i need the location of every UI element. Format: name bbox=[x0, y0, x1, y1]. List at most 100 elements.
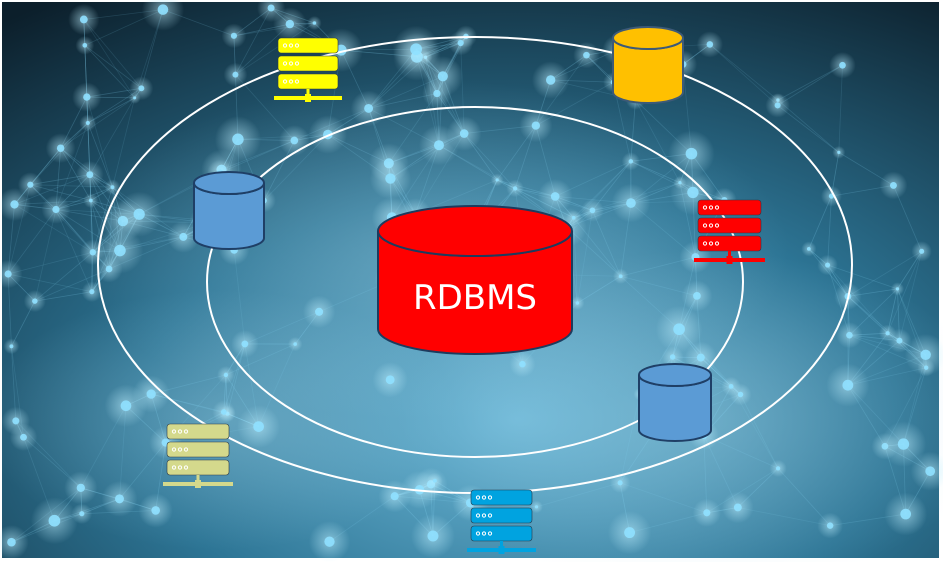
network-node bbox=[48, 514, 61, 527]
network-node bbox=[545, 75, 556, 85]
network-node bbox=[571, 215, 576, 220]
network-node bbox=[618, 274, 623, 279]
rdbms-database-icon: RDBMS bbox=[377, 205, 573, 355]
network-node bbox=[925, 466, 936, 477]
server-racks bbox=[163, 37, 765, 554]
network-node bbox=[220, 409, 227, 415]
yellow-server-icon bbox=[274, 37, 342, 102]
network-node bbox=[105, 265, 113, 273]
network-node bbox=[617, 480, 623, 486]
network-node bbox=[364, 103, 374, 113]
network-node bbox=[696, 353, 705, 362]
network-node bbox=[920, 349, 931, 361]
server-connector bbox=[305, 94, 311, 102]
network-node bbox=[385, 173, 396, 184]
blue-database-right-top bbox=[638, 363, 712, 387]
network-node bbox=[885, 331, 890, 336]
network-node bbox=[837, 150, 841, 155]
network-node bbox=[293, 342, 297, 346]
network-node bbox=[324, 536, 335, 547]
server-unit bbox=[470, 489, 533, 506]
network-link bbox=[592, 210, 622, 277]
network-node bbox=[737, 391, 744, 398]
network-node bbox=[86, 171, 94, 179]
server-led bbox=[714, 241, 720, 246]
network-node bbox=[687, 186, 699, 199]
network-node bbox=[628, 159, 634, 164]
server-led bbox=[282, 79, 288, 84]
network-node bbox=[76, 483, 85, 493]
network-node bbox=[138, 85, 145, 92]
network-node bbox=[27, 181, 34, 188]
server-led bbox=[714, 223, 720, 228]
network-node bbox=[733, 503, 742, 512]
network-node bbox=[703, 509, 711, 517]
server-led bbox=[481, 513, 487, 518]
server-led bbox=[288, 43, 294, 48]
network-node bbox=[232, 71, 239, 78]
network-node bbox=[919, 248, 925, 254]
server-led bbox=[702, 205, 708, 210]
network-node bbox=[10, 200, 19, 209]
server-led bbox=[487, 531, 493, 536]
network-node bbox=[385, 375, 395, 385]
server-led bbox=[487, 513, 493, 518]
server-unit bbox=[697, 235, 762, 252]
network-node bbox=[223, 372, 229, 378]
network-node bbox=[669, 354, 676, 360]
network-node bbox=[114, 244, 126, 257]
network-node bbox=[79, 511, 85, 517]
network-node bbox=[673, 323, 685, 336]
network-node bbox=[89, 289, 95, 295]
network-node bbox=[179, 232, 188, 241]
olive-server-icon bbox=[163, 423, 233, 488]
network-node bbox=[89, 249, 97, 256]
network-node bbox=[624, 527, 636, 539]
server-led bbox=[294, 61, 300, 66]
server-unit bbox=[166, 459, 230, 476]
server-unit bbox=[166, 441, 230, 458]
network-link bbox=[55, 122, 89, 210]
network-node bbox=[115, 494, 124, 504]
server-led bbox=[294, 43, 300, 48]
network-link bbox=[709, 44, 779, 101]
network-node bbox=[900, 508, 912, 520]
network-node bbox=[7, 537, 16, 547]
network-node bbox=[32, 298, 38, 304]
network-link bbox=[87, 97, 135, 124]
server-connector bbox=[726, 256, 733, 264]
network-node bbox=[312, 21, 317, 25]
network-node bbox=[846, 331, 853, 339]
server-connector bbox=[195, 480, 201, 488]
server-unit bbox=[470, 525, 533, 542]
server-unit bbox=[697, 199, 762, 216]
network-node bbox=[550, 192, 560, 201]
network-node bbox=[390, 492, 399, 501]
server-led bbox=[282, 61, 288, 66]
network-link bbox=[630, 100, 636, 162]
network-node bbox=[83, 93, 91, 101]
network-node bbox=[82, 42, 88, 48]
server-stand bbox=[500, 541, 503, 549]
network-node bbox=[685, 147, 698, 160]
server-led bbox=[288, 79, 294, 84]
network-node bbox=[146, 389, 156, 399]
network-node bbox=[120, 400, 132, 412]
server-led bbox=[481, 531, 487, 536]
network-node bbox=[897, 438, 910, 450]
network-node bbox=[589, 207, 596, 214]
network-link bbox=[847, 250, 922, 297]
network-node bbox=[512, 186, 518, 191]
server-led bbox=[481, 495, 487, 500]
network-node bbox=[20, 433, 27, 441]
server-unit bbox=[277, 55, 339, 72]
network-link bbox=[827, 264, 898, 290]
network-link bbox=[536, 482, 621, 508]
network-node bbox=[825, 262, 831, 268]
network-node bbox=[534, 505, 539, 509]
network-node-glow bbox=[141, 0, 185, 31]
rdbms-label: RDBMS bbox=[413, 278, 537, 318]
server-unit bbox=[277, 37, 339, 54]
network-link bbox=[225, 343, 296, 376]
network-node bbox=[230, 32, 238, 39]
